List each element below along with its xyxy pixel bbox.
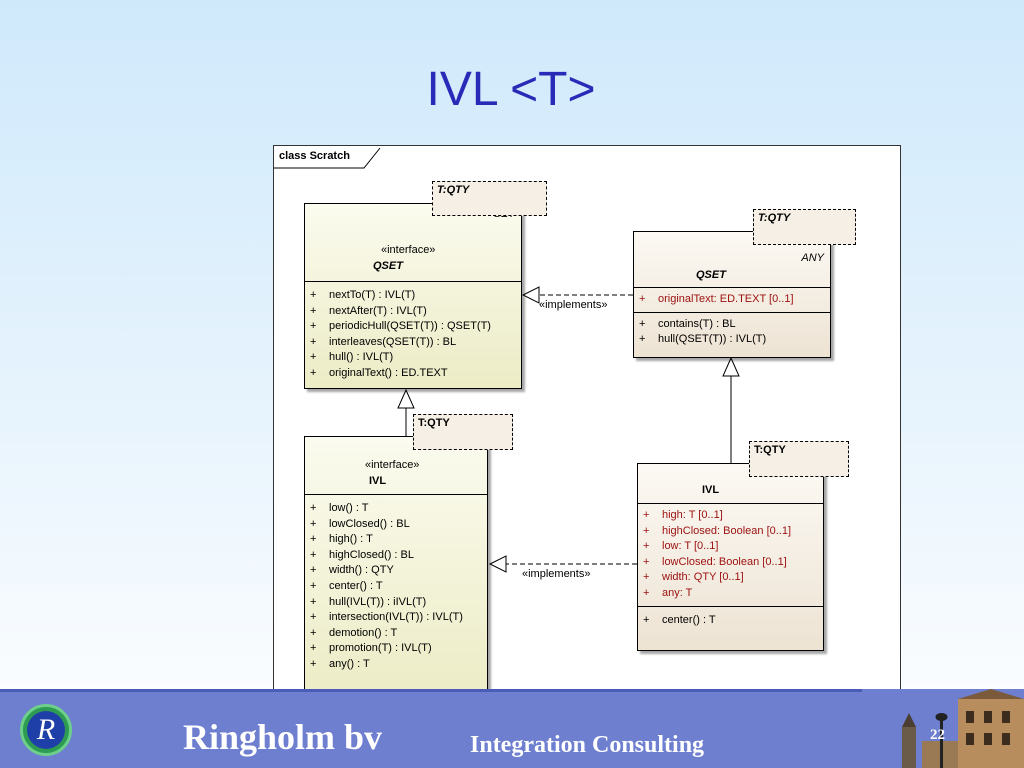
- operation-row: +periodicHull(QSET(T)) : QSET(T): [310, 320, 491, 333]
- implements-label-qset: «implements»: [539, 299, 608, 311]
- implements-label-ivl: «implements»: [522, 568, 591, 580]
- frame-tab-outline: [274, 147, 381, 169]
- logo-letter: R: [27, 711, 65, 749]
- ivl-interface-operations: +low() : T +lowClosed() : BL +high() : T…: [305, 495, 487, 677]
- slide-title-text: IVL <T>: [426, 63, 596, 116]
- operation-row: +promotion(T) : IVL(T): [310, 642, 432, 655]
- attribute-row: +low: T [0..1]: [643, 540, 719, 553]
- qset-class-superclass: ANY: [801, 252, 824, 264]
- ivl-class-template-param: T:QTY: [749, 441, 849, 477]
- qset-interface-template-param: T:QTY: [432, 181, 547, 216]
- company-name: Ringholm bv: [183, 717, 383, 757]
- ivl-class[interactable]: IVL +high: T [0..1] +highClosed: Boolean…: [637, 463, 824, 651]
- building-photo-icon: [862, 689, 1024, 768]
- attribute-row: +lowClosed: Boolean [0..1]: [643, 555, 787, 568]
- operation-row: +interleaves(QSET(T)) : BL: [310, 335, 457, 348]
- qset-class-header: ANY QSET: [634, 232, 830, 288]
- attribute-row: +originalText: ED.TEXT [0..1]: [639, 293, 794, 305]
- operation-row: +hull(IVL(T)) : iIVL(T): [310, 595, 427, 608]
- footer-divider: [0, 689, 1024, 692]
- ivl-class-operations: +center() : T: [638, 607, 823, 633]
- company-tagline: Integration Consulting: [470, 732, 705, 758]
- page-number: 22: [930, 727, 945, 743]
- operation-row: +nextTo(T) : IVL(T): [310, 289, 416, 301]
- operation-row: +high() : T: [310, 533, 373, 546]
- qset-class-attributes: +originalText: ED.TEXT [0..1]: [634, 288, 830, 313]
- qset-class-name: QSET: [696, 269, 726, 281]
- attribute-row: +highClosed: Boolean [0..1]: [643, 524, 792, 537]
- class-diagram-panel: class Scratch «implements» «implements» …: [273, 145, 901, 728]
- qset-interface-stereotype: «interface»: [381, 244, 436, 256]
- operation-row: +originalText() : ED.TEXT: [310, 366, 448, 379]
- diagram-connectors: [274, 147, 740, 573]
- operation-row: +lowClosed() : BL: [310, 517, 410, 530]
- operation-row: +center() : T: [643, 613, 716, 626]
- realization-arrowhead-ivl: [488, 555, 507, 573]
- ivl-class-attributes: +high: T [0..1] +highClosed: Boolean [0.…: [638, 504, 823, 607]
- operation-row: +contains(T) : BL: [639, 317, 736, 330]
- qset-class-operations: +contains(T) : BL +hull(QSET(T)) : IVL(T…: [634, 313, 830, 350]
- attribute-row: +any: T: [643, 586, 693, 599]
- ivl-interface-name: IVL: [369, 475, 387, 487]
- operation-row: +any() : T: [310, 657, 370, 670]
- operation-row: +hull(QSET(T)) : IVL(T): [639, 333, 767, 346]
- operation-row: +low() : T: [310, 502, 369, 514]
- ivl-interface-class[interactable]: «interface» IVL +low() : T +lowClosed() …: [304, 436, 488, 700]
- ivl-class-header: IVL: [638, 464, 823, 504]
- operation-row: +nextAfter(T) : IVL(T): [310, 304, 427, 317]
- ivl-class-name: IVL: [702, 484, 720, 496]
- operation-row: +demotion() : T: [310, 626, 398, 639]
- ivl-interface-template-param: T:QTY: [413, 414, 513, 450]
- generalization-arrowhead-ivl-interface: [397, 388, 415, 409]
- qset-interface-name: QSET: [373, 260, 403, 272]
- realization-arrowhead-qset: [521, 286, 540, 304]
- attribute-row: +high: T [0..1]: [643, 509, 723, 521]
- ivl-interface-stereotype: «interface»: [365, 459, 420, 471]
- operation-row: +highClosed() : BL: [310, 548, 414, 561]
- operation-row: +width() : QTY: [310, 564, 394, 577]
- qset-class[interactable]: ANY QSET +originalText: ED.TEXT [0..1] +…: [633, 231, 831, 358]
- frame-label: class Scratch: [279, 150, 350, 162]
- operation-row: +hull() : IVL(T): [310, 351, 394, 364]
- ringholm-logo-icon: R: [20, 704, 72, 756]
- attribute-row: +width: QTY [0..1]: [643, 571, 744, 584]
- generalization-arrowhead-ivl-class: [722, 356, 740, 377]
- qset-interface-class[interactable]: SET «interface» QSET +nextTo(T) : IVL(T)…: [304, 203, 522, 389]
- footer-band: R Ringholm bv Integration Consulting 22: [0, 689, 1024, 768]
- ivl-interface-header: «interface» IVL: [305, 437, 487, 495]
- operation-row: +intersection(IVL(T)) : IVL(T): [310, 611, 463, 624]
- qset-class-template-param: T:QTY: [753, 209, 856, 245]
- operation-row: +center() : T: [310, 579, 383, 592]
- slide-title: IVL <T>: [0, 62, 1024, 117]
- qset-interface-operations: +nextTo(T) : IVL(T) +nextAfter(T) : IVL(…: [305, 282, 521, 386]
